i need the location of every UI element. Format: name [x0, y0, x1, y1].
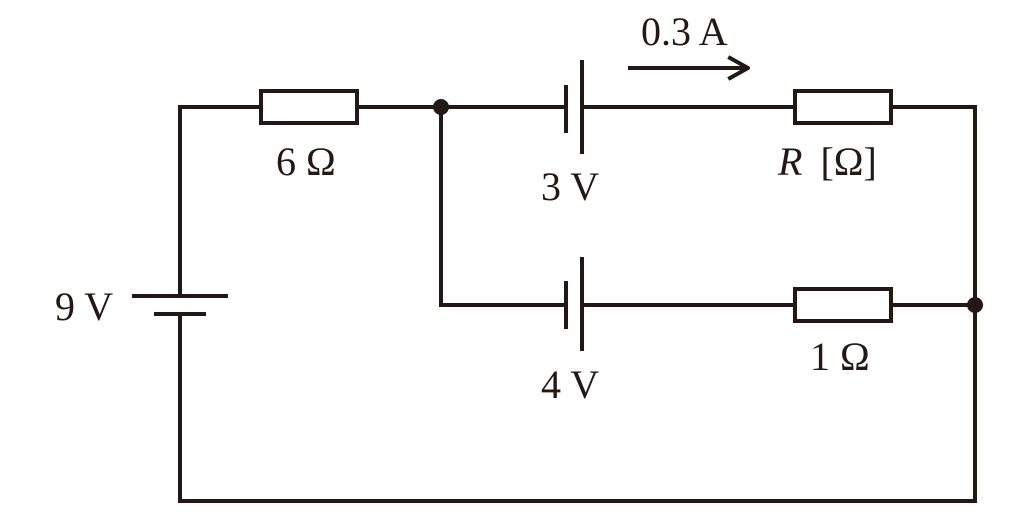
- label-resistor-r-unit: [Ω]: [820, 139, 876, 184]
- resistor-6-ohm: [259, 89, 359, 125]
- battery-9v-symbol: [132, 294, 228, 316]
- battery-4v-symbol: [564, 257, 584, 351]
- label-current: 0.3 A: [641, 9, 728, 54]
- label-battery-3v: 3 V: [541, 164, 599, 209]
- label-resistor-r-symbol: R: [777, 139, 802, 184]
- resistor-r: [793, 89, 893, 125]
- current-arrow: [628, 55, 750, 81]
- label-resistor-6-ohm: 6 Ω: [276, 139, 336, 184]
- label-resistor-1-ohm: 1 Ω: [810, 334, 870, 379]
- resistor-1-ohm: [793, 287, 893, 323]
- label-battery-9v: 9 V: [55, 284, 113, 329]
- current-arrow-head: [727, 55, 750, 81]
- battery-3v-symbol: [564, 60, 584, 154]
- junction-node-right: [967, 297, 983, 313]
- label-battery-4v: 4 V: [541, 362, 599, 407]
- label-resistor-r: R [Ω]: [777, 139, 877, 184]
